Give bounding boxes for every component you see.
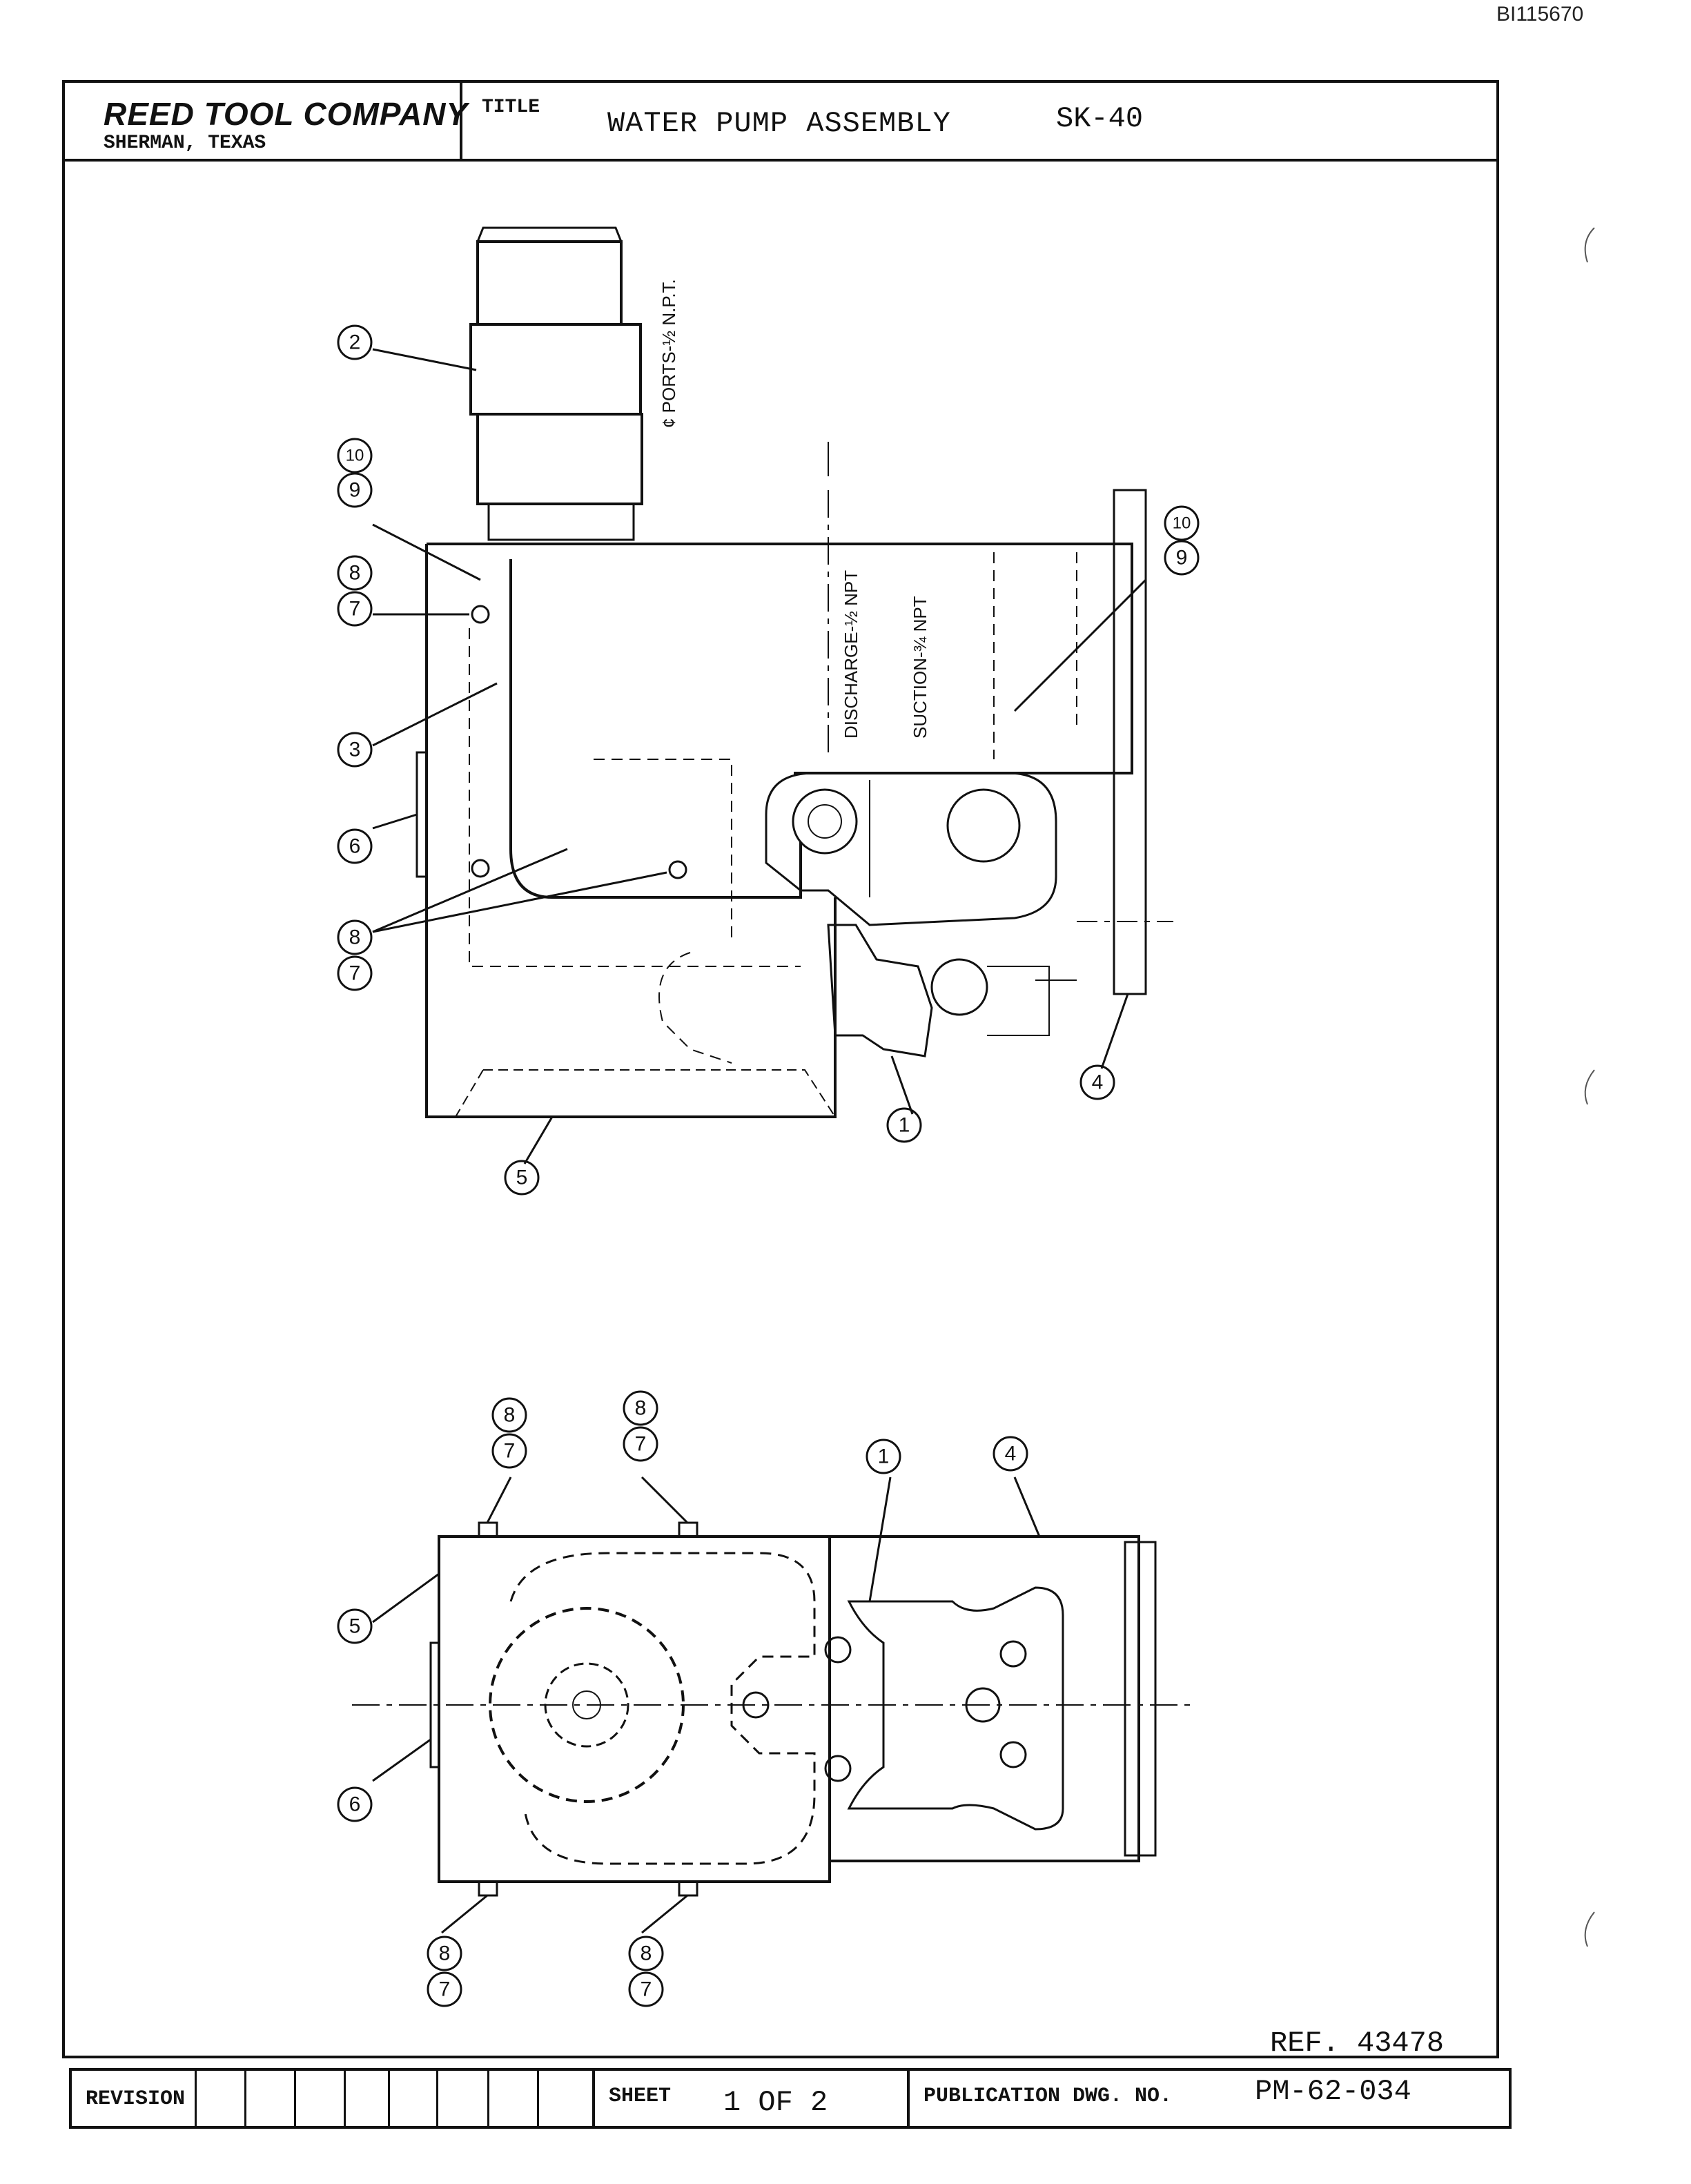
callout-text: 7: [635, 1433, 647, 1456]
company-name: REED TOOL COMPANY: [104, 96, 469, 132]
model-number: SK-40: [1056, 102, 1144, 135]
callout-1: [886, 1107, 922, 1143]
callout-text: 2: [349, 331, 361, 354]
callout-text: 4: [1092, 1071, 1104, 1094]
callout-1b: [866, 1439, 901, 1474]
callout-text: 10: [1173, 514, 1191, 533]
callout-10: [337, 438, 373, 474]
callout-4: [1079, 1064, 1115, 1100]
callout-5b: [337, 1608, 373, 1644]
callout-text: 5: [516, 1167, 528, 1189]
revision-label: REVISION: [86, 2087, 186, 2111]
callout-7: [337, 591, 373, 627]
callout-text: 6: [349, 835, 361, 858]
callout-text: 1: [878, 1445, 890, 1468]
callout-text: 10: [346, 447, 364, 465]
publication-label: PUBLICATION DWG. NO.: [923, 2085, 1173, 2108]
callout-7f: [628, 1971, 664, 2007]
leader-lines: [372, 348, 1147, 1934]
callout-8e: [427, 1936, 462, 1971]
callout-text: 3: [349, 739, 361, 761]
callout-7b: [337, 955, 373, 991]
ports-note: ¢ PORTS-½ N.P.T.: [658, 279, 679, 428]
title-block-divider: [460, 80, 462, 160]
callout-6: [337, 828, 373, 864]
callout-text: 6: [349, 1793, 361, 1816]
callout-text: 7: [504, 1440, 516, 1463]
discharge-note: DISCHARGE-½ NPT: [841, 570, 861, 739]
company-location: SHERMAN, TEXAS: [104, 133, 266, 154]
callout-text: 8: [439, 1942, 451, 1965]
drawing-title: WATER PUMP ASSEMBLY: [607, 107, 951, 140]
callout-5: [504, 1160, 540, 1196]
callout-text: 8: [504, 1404, 516, 1427]
callout-text: 9: [349, 479, 361, 502]
callout-text: 7: [349, 962, 361, 985]
bar-divider: [487, 2068, 489, 2129]
callout-3: [337, 732, 373, 768]
callout-4b: [993, 1436, 1028, 1472]
bar-divider: [436, 2068, 438, 2129]
bar-divider: [907, 2068, 910, 2129]
callout-9b: [1164, 540, 1200, 576]
bar-divider: [537, 2068, 539, 2129]
document-id: BI115670: [1496, 3, 1584, 26]
callout-6b: [337, 1786, 373, 1822]
callout-10b: [1164, 505, 1200, 541]
callout-7d: [623, 1426, 658, 1462]
callout-text: 8: [349, 926, 361, 949]
elevation-view: [416, 226, 1173, 1118]
callout-text: 8: [635, 1397, 647, 1420]
callout-text: 4: [1005, 1443, 1017, 1465]
callout-text: 8: [641, 1942, 652, 1965]
plan-view: [352, 1521, 1194, 1897]
title-block-bottom-rule: [62, 159, 1499, 162]
sheet-label: SHEET: [609, 2085, 672, 2108]
suction-note: SUCTION-¾ NPT: [910, 596, 930, 739]
bar-divider: [344, 2068, 346, 2129]
callout-2: [337, 324, 373, 360]
bar-divider: [388, 2068, 390, 2129]
callout-8d: [623, 1390, 658, 1426]
callout-circles: [337, 324, 1200, 2007]
callout-text: 9: [1176, 547, 1188, 569]
drawing-frame: [62, 80, 1499, 2058]
bar-divider: [195, 2068, 197, 2129]
callout-7c: [491, 1433, 527, 1469]
callout-text: 7: [349, 598, 361, 621]
callout-7e: [427, 1971, 462, 2007]
sheet-value: 1 OF 2: [723, 2086, 828, 2119]
bar-divider: [592, 2068, 595, 2129]
callout-8b: [337, 919, 373, 955]
callout-text: 1: [899, 1114, 910, 1137]
bar-divider: [294, 2068, 296, 2129]
callout-9: [337, 472, 373, 508]
callout-text: 7: [641, 1978, 652, 2001]
reference-number: REF. 43478: [1270, 2027, 1445, 2060]
revision-bar: [69, 2068, 1512, 2129]
callout-8: [337, 555, 373, 591]
title-label: TITLE: [482, 97, 540, 118]
callout-8c: [491, 1397, 527, 1433]
callout-8f: [628, 1936, 664, 1971]
callout-text: 8: [349, 562, 361, 585]
callout-text: 7: [439, 1978, 451, 2001]
publication-number: PM-62-034: [1255, 2075, 1411, 2108]
callout-text: 5: [349, 1615, 361, 1638]
bar-divider: [244, 2068, 246, 2129]
binder-holes: [1584, 227, 1595, 1947]
